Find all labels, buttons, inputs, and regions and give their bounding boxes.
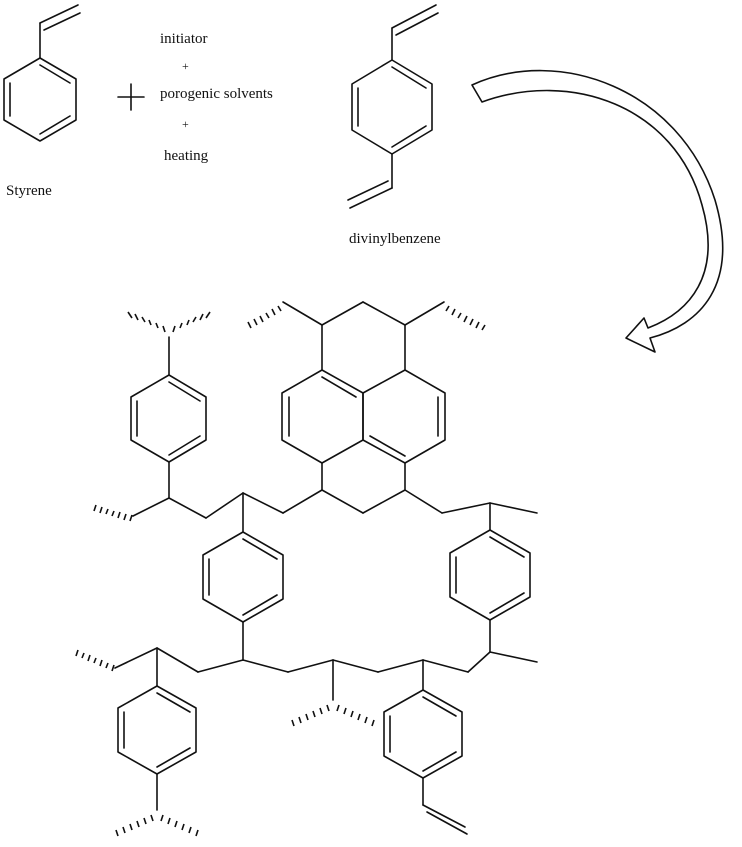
label-plus-1: + [182, 59, 189, 73]
label-initiator: initiator [160, 31, 208, 47]
ring-bottom-left [117, 647, 197, 811]
hashed-end-core-right [445, 305, 486, 331]
polymer-network [75, 301, 538, 837]
label-heating: heating [164, 148, 209, 164]
ring-bottom-right [383, 659, 468, 835]
hashed-end-top-left [127, 311, 211, 333]
ring-middle-right [449, 502, 531, 653]
label-styrene: Styrene [6, 183, 52, 199]
hashed-end-core-left [247, 305, 282, 329]
divinylbenzene-structure [347, 4, 439, 209]
label-plus-2: + [182, 117, 189, 131]
curved-arrow-icon [471, 69, 724, 353]
hashed-end-bottom-left [115, 814, 199, 837]
hashed-end-lower-center [291, 659, 375, 727]
ring-top-left [130, 336, 207, 499]
ring-middle-left [202, 492, 284, 661]
label-porogenic-solvents: porogenic solvents [160, 86, 273, 102]
label-divinylbenzene: divinylbenzene [349, 231, 441, 247]
styrene-structure [3, 4, 81, 142]
hashed-end-lower-left [75, 649, 115, 672]
hashed-end-upper-left [93, 504, 133, 522]
backbone-lower [114, 647, 538, 673]
plus-symbol [117, 83, 145, 111]
backbone-upper [132, 489, 538, 519]
fused-ring-core [281, 301, 446, 514]
